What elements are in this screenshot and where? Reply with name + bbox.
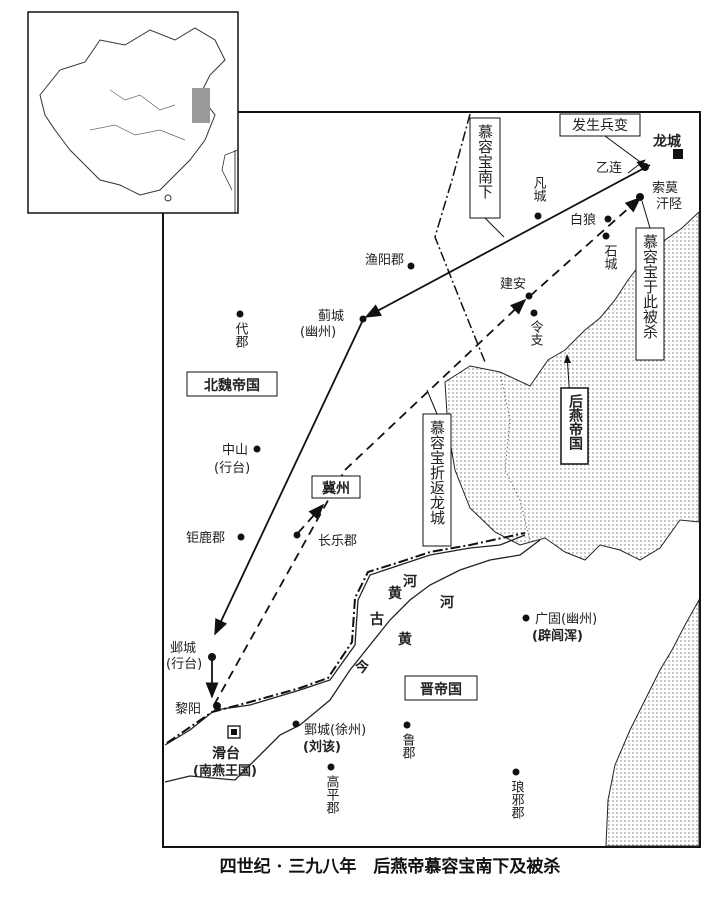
annotation-killed: 慕容宝于此被杀 xyxy=(635,200,665,361)
svg-text:渔阳郡: 渔阳郡 xyxy=(365,253,404,268)
svg-text:长乐郡: 长乐郡 xyxy=(318,534,357,549)
svg-text:后燕帝国: 后燕帝国 xyxy=(567,393,583,451)
svg-text:代郡: 代郡 xyxy=(233,322,249,349)
svg-text:冀州: 冀州 xyxy=(322,480,350,497)
svg-text:(行台): (行台) xyxy=(166,657,202,672)
svg-text:白狼: 白狼 xyxy=(570,212,596,228)
svg-text:黎阳: 黎阳 xyxy=(175,702,201,717)
svg-text:(刘该): (刘该) xyxy=(303,739,341,755)
city-markers xyxy=(208,149,683,776)
annotation-mutiny: 发生兵变 xyxy=(559,113,644,165)
svg-text:(辟闾浑): (辟闾浑) xyxy=(532,628,583,644)
annotation-return: 慕容宝折返龙城 xyxy=(422,389,452,547)
svg-text:河: 河 xyxy=(403,573,417,590)
svg-text:乙连: 乙连 xyxy=(596,160,622,176)
svg-text:黄: 黄 xyxy=(388,585,402,602)
svg-text:今: 今 xyxy=(354,659,369,676)
state-label-jin: 晋帝国 xyxy=(404,675,478,701)
map-frame xyxy=(162,111,701,848)
svg-text:发生兵变: 发生兵变 xyxy=(572,118,628,134)
inset-highlight-region xyxy=(192,88,210,123)
svg-text:中山: 中山 xyxy=(222,443,248,458)
svg-text:广固(幽州): 广固(幽州) xyxy=(535,612,597,627)
svg-text:(南燕王国): (南燕王国) xyxy=(193,763,257,779)
svg-text:高平郡: 高平郡 xyxy=(324,774,340,815)
svg-text:龙城: 龙城 xyxy=(652,133,681,150)
svg-text:令支: 令支 xyxy=(528,320,544,346)
inset-china-map xyxy=(27,11,239,214)
modern-yellow-river xyxy=(164,539,541,783)
wei-yan-border xyxy=(434,113,486,363)
svg-text:(行台): (行台) xyxy=(214,461,250,476)
svg-text:邺城: 邺城 xyxy=(170,641,196,656)
region-boundary xyxy=(499,371,531,541)
state-label-later-yan: 后燕帝国 xyxy=(560,387,589,465)
svg-text:(幽州): (幽州) xyxy=(300,325,336,340)
svg-text:凡城: 凡城 xyxy=(531,176,547,203)
svg-text:古: 古 xyxy=(370,611,384,628)
svg-text:琅邪郡: 琅邪郡 xyxy=(509,780,525,820)
svg-text:鲁郡: 鲁郡 xyxy=(400,733,416,760)
svg-text:滑台: 滑台 xyxy=(212,745,240,762)
svg-text:北魏帝国: 北魏帝国 xyxy=(204,377,260,394)
border-line xyxy=(166,532,526,744)
region-label-jizhou: 冀州 xyxy=(311,475,361,499)
svg-text:晋帝国: 晋帝国 xyxy=(420,681,462,698)
place-labels: 龙城 乙连 索莫 汗陉 凡城 白狼 石城 渔阳郡 建安 令支 蓟城 (幽州) 代… xyxy=(166,133,682,820)
svg-text:钜鹿郡: 钜鹿郡 xyxy=(186,530,225,546)
svg-text:建安: 建安 xyxy=(500,277,526,292)
svg-text:蓟城: 蓟城 xyxy=(318,309,344,324)
map-caption: 四世纪 · 三九八年 后燕帝慕容宝南下及被杀 xyxy=(220,856,561,877)
yellow-sea xyxy=(605,598,700,847)
return-route xyxy=(213,196,642,706)
annotation-south: 慕容宝南下 xyxy=(469,117,505,238)
svg-text:慕容宝折返龙城: 慕容宝折返龙城 xyxy=(428,420,446,526)
svg-text:石城: 石城 xyxy=(602,244,618,271)
svg-text:黄: 黄 xyxy=(398,631,412,648)
svg-text:河: 河 xyxy=(440,594,454,611)
svg-text:慕容宝南下: 慕容宝南下 xyxy=(476,124,494,199)
svg-text:汗陉: 汗陉 xyxy=(656,197,682,212)
svg-text:索莫: 索莫 xyxy=(652,181,678,196)
river-labels: 河 黄 古 河 黄 今 xyxy=(354,573,454,676)
state-label-northern-wei: 北魏帝国 xyxy=(186,371,278,397)
svg-text:鄄城(徐州): 鄄城(徐州) xyxy=(304,723,366,738)
southward-route xyxy=(205,164,651,699)
svg-text:慕容宝于此被杀: 慕容宝于此被杀 xyxy=(641,234,659,339)
